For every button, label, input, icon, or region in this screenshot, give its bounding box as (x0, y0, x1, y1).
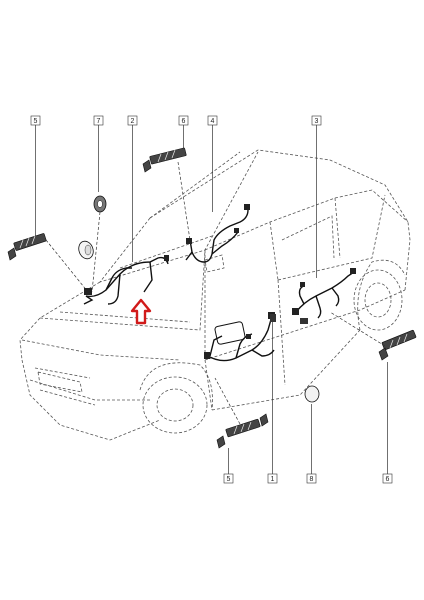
bolt-bottom-left (216, 413, 269, 449)
bottom-callouts: 5 1 8 6 (223, 318, 393, 484)
connector-box-icon (84, 288, 92, 295)
grommet-8 (304, 385, 320, 403)
callout-label-bottom-5: 5 (227, 476, 231, 483)
harness-door-front (204, 312, 275, 362)
harness-front (83, 255, 169, 305)
bolt-top-left (7, 233, 47, 261)
bolt-icon (7, 247, 17, 261)
callout-label-bottom-8: 8 (310, 476, 314, 483)
bolt-bottom-right (378, 329, 417, 361)
callout-label-top-2: 2 (131, 118, 135, 125)
car-outline (19, 149, 411, 441)
grommet-7 (93, 195, 107, 213)
bolt-icon (378, 347, 389, 361)
callout-label-bottom-1: 1 (271, 476, 275, 483)
callout-label-top-4: 4 (211, 118, 215, 125)
grommet-left-cap (78, 240, 94, 260)
harness-door-rear (292, 268, 356, 319)
harness-dashboard (185, 204, 250, 263)
callout-label-bottom-6: 6 (386, 476, 390, 483)
bolt-icon (216, 435, 226, 449)
bolt-top-center (142, 147, 187, 173)
bolt-icon (142, 159, 152, 173)
up-arrow-icon (130, 298, 152, 325)
top-callouts: 5 7 2 6 4 3 (30, 115, 322, 278)
callout-label-top-3: 3 (315, 118, 319, 125)
connector-box-icon (214, 321, 246, 345)
callout-label-top-5: 5 (34, 118, 38, 125)
callout-label-top-6: 6 (182, 118, 186, 125)
callout-label-top-7: 7 (97, 118, 101, 125)
bracket-1 (270, 314, 308, 324)
